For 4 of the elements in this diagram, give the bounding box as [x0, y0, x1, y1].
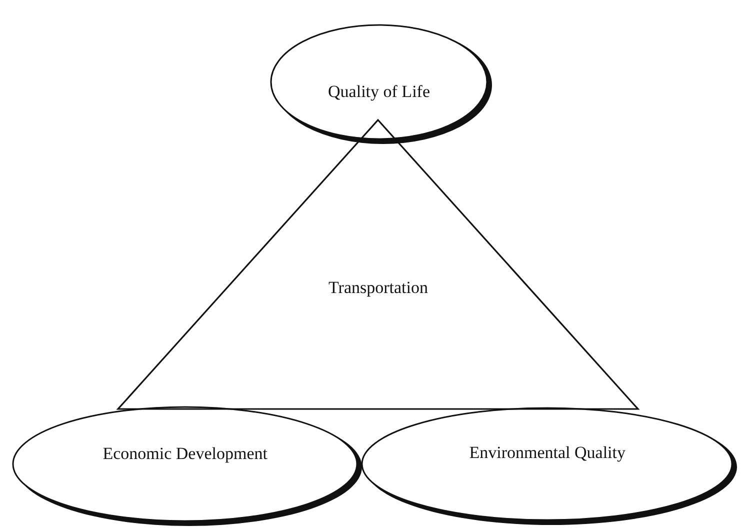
- node-label: Quality of Life: [327, 82, 431, 102]
- node-label: Transportation: [328, 278, 429, 298]
- node-label: Economic Development: [102, 444, 268, 464]
- node-label: Environmental Quality: [468, 443, 626, 463]
